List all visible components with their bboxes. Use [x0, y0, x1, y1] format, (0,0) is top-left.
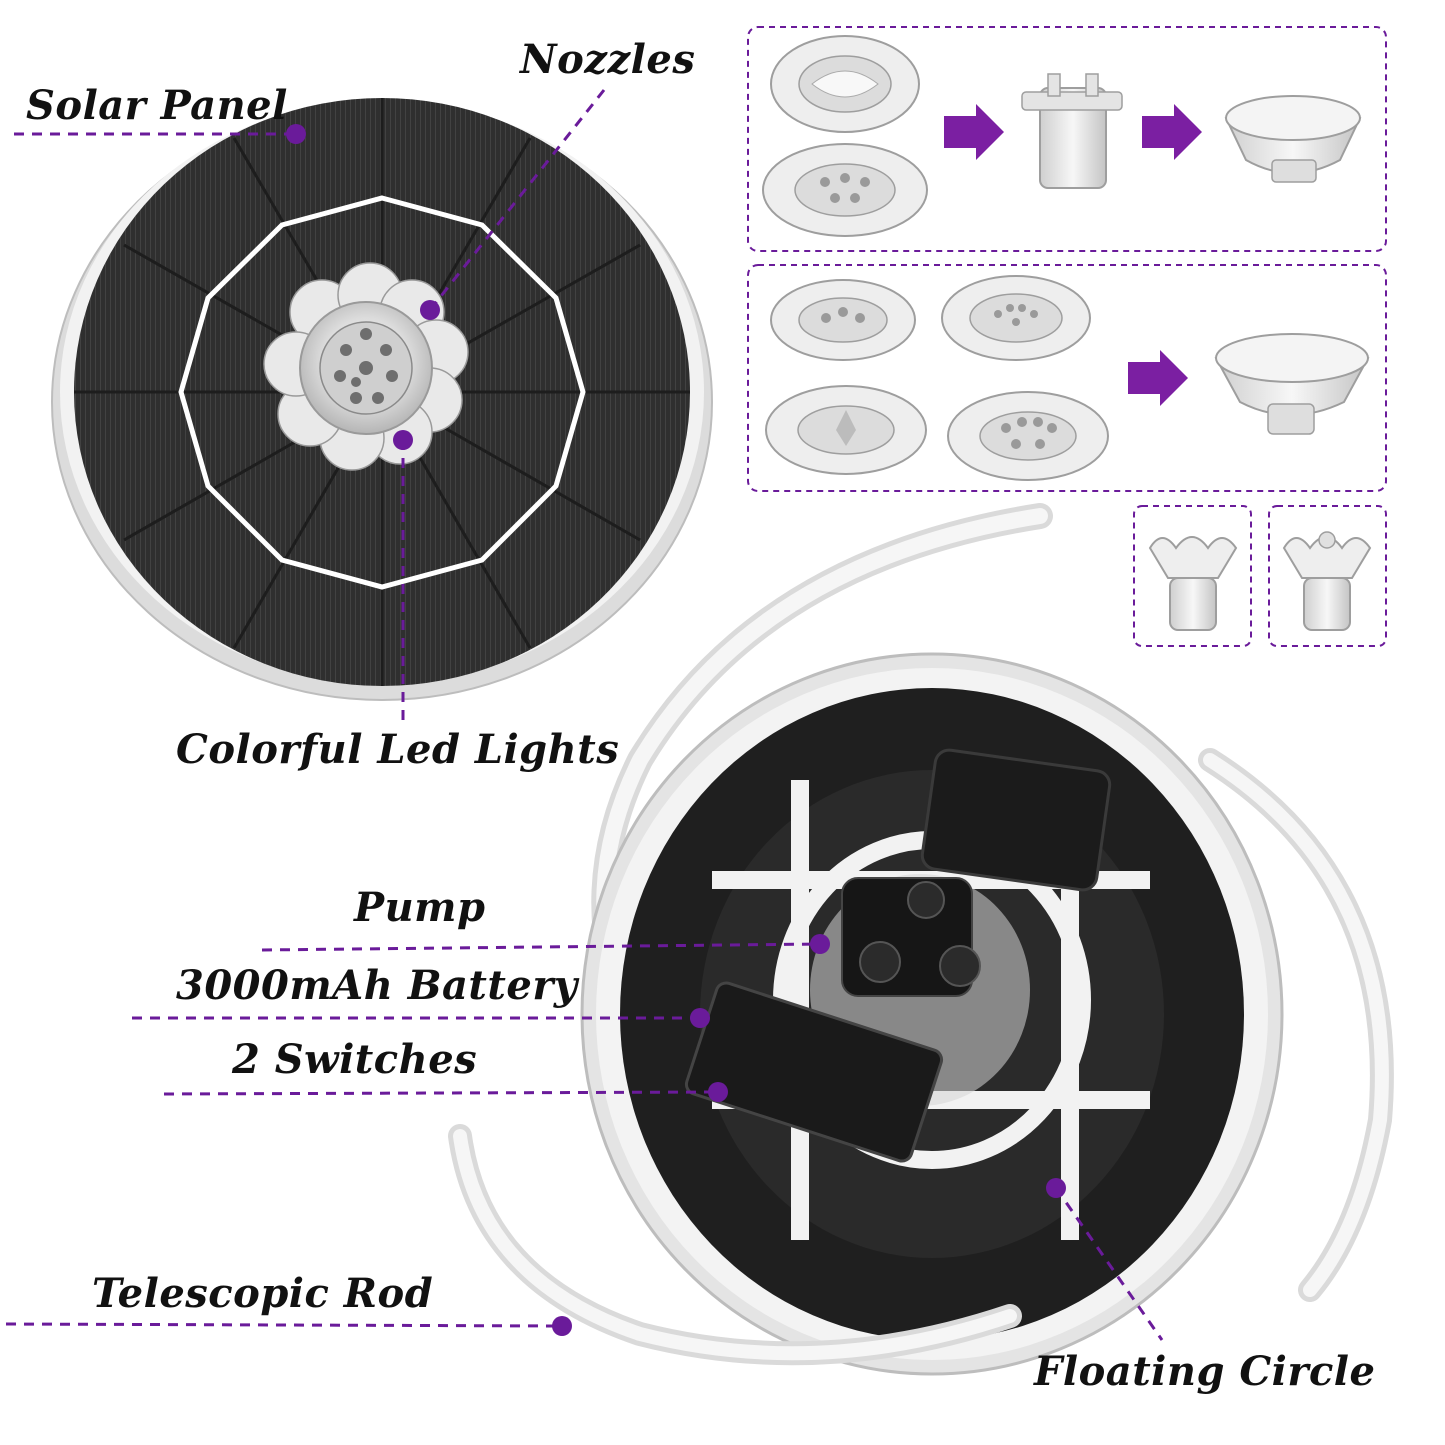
dot-nozzles	[420, 300, 440, 320]
label-led-lights: Colorful Led Lights	[176, 726, 620, 773]
adapter-icon	[1214, 333, 1370, 435]
right-arrow-icon	[1142, 104, 1202, 160]
right-arrow-icon	[1128, 350, 1188, 406]
label-solar-panel: Solar Panel	[26, 82, 288, 129]
leader-floating-circle	[1054, 1187, 1164, 1341]
label-nozzles: Nozzles	[520, 36, 696, 83]
switch-box	[684, 981, 944, 1163]
leader-switches	[163, 1090, 719, 1096]
label-battery: 3000mAh Battery	[176, 962, 578, 1009]
nozzle-flower	[263, 262, 469, 471]
dot-solar-panel	[286, 124, 306, 144]
leader-telescopic-rod	[5, 1322, 561, 1328]
label-pump: Pump	[354, 884, 486, 931]
nozzle-box-small-2	[1268, 505, 1387, 647]
nozzle-icon	[1282, 531, 1372, 631]
nozzle-icon	[770, 279, 916, 361]
nozzle-box-small-1	[1133, 505, 1252, 647]
nozzle-icon	[1148, 536, 1238, 631]
label-switches: 2 Switches	[232, 1036, 478, 1083]
dot-pump	[810, 934, 830, 954]
dot-battery	[690, 1008, 710, 1028]
pump	[841, 877, 981, 997]
adapter-icon	[1021, 73, 1123, 189]
dot-floating-circle	[1046, 1178, 1066, 1198]
nozzle-icon	[765, 385, 927, 475]
panel-inner-frame	[178, 195, 586, 590]
fountain-base	[448, 503, 1394, 1376]
callout-leaders	[5, 89, 1164, 1341]
nozzle-icon	[941, 275, 1091, 361]
label-floating-circle: Floating Circle	[1034, 1348, 1376, 1395]
dot-led-lights	[393, 430, 413, 450]
nozzle-icon	[770, 35, 920, 133]
adapter-icon	[1224, 95, 1362, 183]
battery-box	[920, 748, 1112, 892]
nozzle-icon	[947, 391, 1109, 481]
nozzle-set-2-box	[747, 264, 1387, 492]
leader-pump	[261, 942, 821, 952]
label-telescopic-rod: Telescopic Rod	[92, 1270, 434, 1317]
dot-switches	[708, 1082, 728, 1102]
dot-telescopic-rod	[552, 1316, 572, 1336]
right-arrow-icon	[944, 104, 1004, 160]
callout-dots	[286, 124, 1066, 1336]
solar-panel	[51, 98, 713, 701]
nozzle-set-1-box	[747, 26, 1387, 252]
nozzle-icon	[762, 143, 928, 237]
